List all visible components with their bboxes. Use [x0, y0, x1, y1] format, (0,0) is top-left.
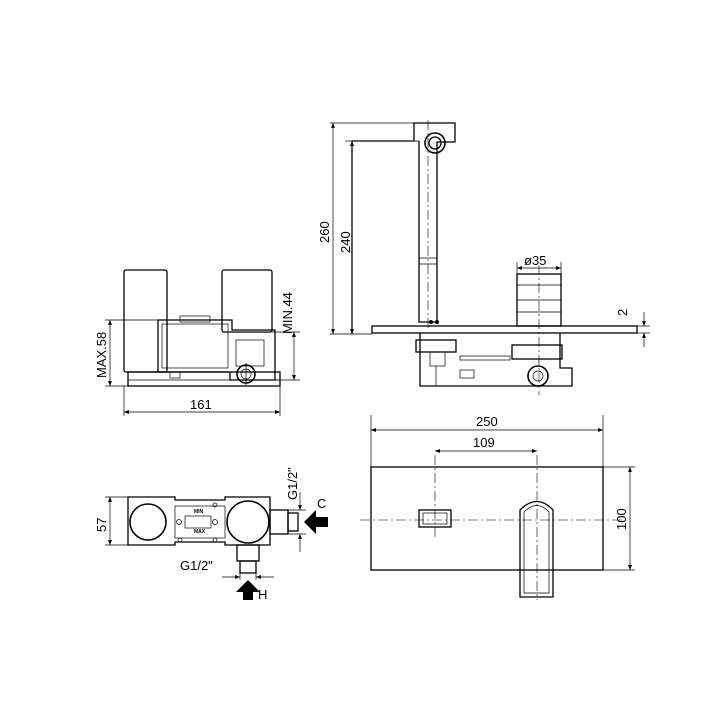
dimension-240: 240: [338, 141, 354, 334]
hot-label: H: [258, 587, 267, 602]
dim-250-label: 250: [476, 414, 498, 429]
side-view-spout: [330, 120, 650, 395]
dim-dia-35-label: ø35: [524, 253, 546, 268]
top-view-body: MIN MAX: [105, 496, 306, 580]
cold-inlet-arrow: C: [304, 496, 328, 534]
dim-161-label: 161: [190, 397, 212, 412]
dimension-min-44: MIN.44: [280, 292, 296, 380]
dim-100-label: 100: [614, 508, 629, 530]
dim-thread-top-label: G1/2": [285, 467, 300, 500]
dimension-161: 161: [124, 397, 280, 414]
dimension-109: 109: [435, 435, 537, 453]
dimension-57: 57: [94, 497, 112, 545]
dim-57-label: 57: [94, 518, 109, 532]
dim-2-label: 2: [615, 309, 630, 316]
dim-min-44-label: MIN.44: [280, 292, 295, 334]
hot-inlet-arrow: H: [236, 580, 267, 602]
dimension-2: 2: [615, 309, 646, 347]
dim-240-label: 240: [338, 231, 353, 253]
cold-label: C: [317, 496, 326, 511]
dimension-max-58: MAX.58: [94, 320, 112, 386]
dim-thread-bottom-label: G1/2": [180, 558, 213, 573]
dimension-260: 260: [317, 123, 335, 334]
side-view-body: [105, 269, 300, 416]
dim-max-58-label: MAX.58: [94, 332, 109, 378]
dim-260-label: 260: [317, 221, 332, 243]
dimension-100: 100: [614, 467, 632, 570]
dim-109-label: 109: [473, 435, 495, 450]
dimension-thread-top: G1/2": [285, 467, 302, 552]
front-view-plate: [360, 415, 635, 600]
dimension-dia-35: ø35: [517, 253, 561, 270]
label-max: MAX: [194, 529, 206, 535]
dimension-thread-bottom: G1/2": [180, 558, 274, 579]
dimension-250: 250: [371, 414, 603, 432]
label-min: MIN: [194, 509, 204, 515]
